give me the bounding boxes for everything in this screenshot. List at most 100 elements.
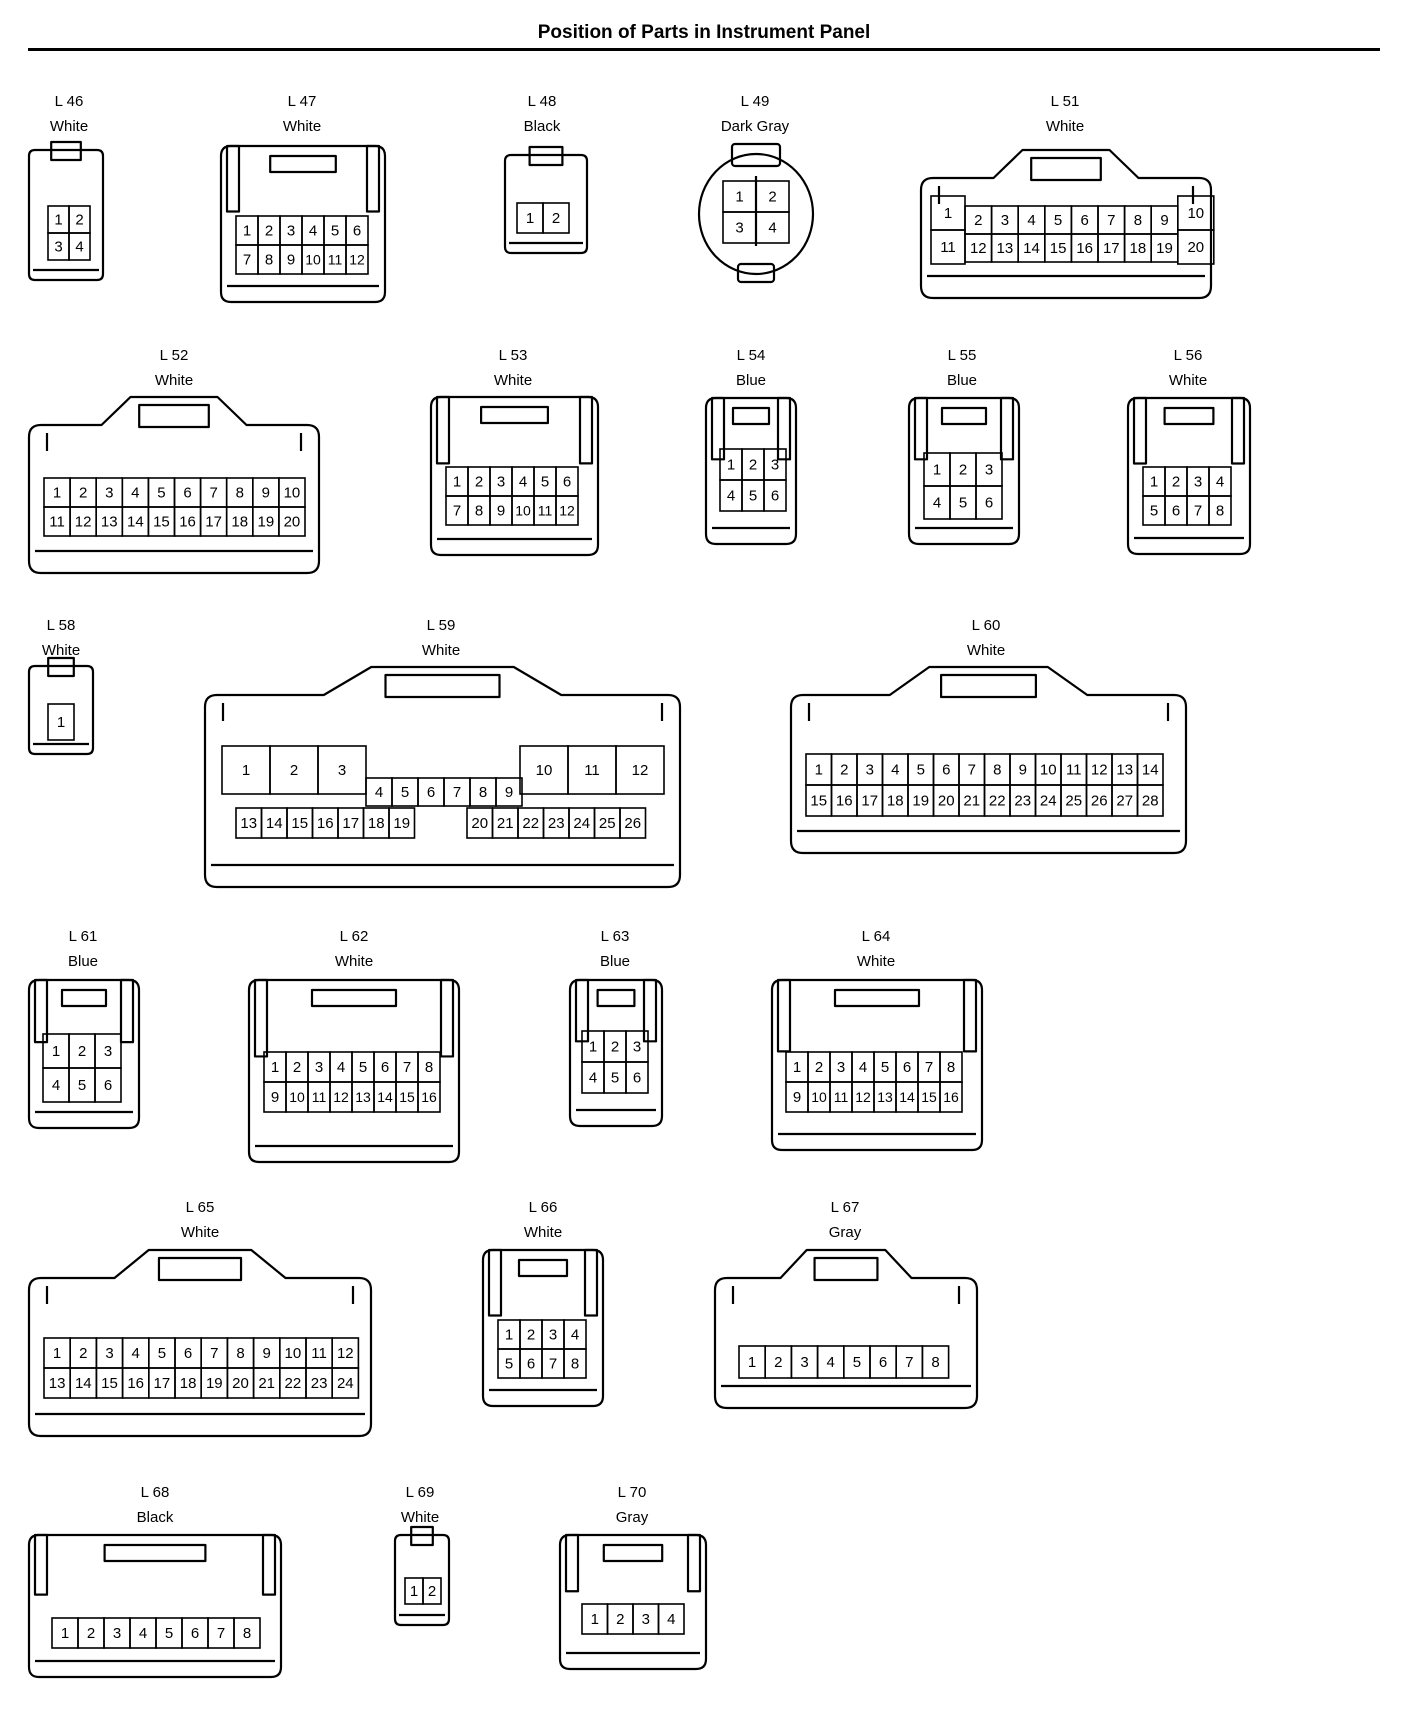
pin-number: 14 xyxy=(266,815,283,832)
pin-number: 25 xyxy=(599,815,616,832)
pin-number: 5 xyxy=(541,474,549,491)
pin-number: 10 xyxy=(811,1089,827,1105)
pin-number: 4 xyxy=(52,1077,60,1094)
pin-number: 6 xyxy=(942,762,950,779)
pin-number: 12 xyxy=(333,1089,349,1105)
pin-number: 16 xyxy=(836,793,853,810)
pin-number: 1 xyxy=(505,1327,513,1344)
pin-number: 1 xyxy=(727,457,735,474)
connector-body-l63 xyxy=(568,978,664,1128)
pin-number: 3 xyxy=(549,1327,557,1344)
pin-number: 11 xyxy=(328,252,343,268)
pin-number: 5 xyxy=(331,223,339,240)
connector-body-l60 xyxy=(789,665,1188,855)
pin-number: 5 xyxy=(505,1356,513,1373)
pin-number: 10 xyxy=(1040,762,1057,779)
connector-side-lock xyxy=(261,1533,277,1596)
pin-number: 5 xyxy=(1054,212,1062,229)
pin-number: 9 xyxy=(262,485,270,502)
pin-number: 8 xyxy=(931,1354,939,1371)
connector-latch xyxy=(602,1543,664,1563)
pin-number: 9 xyxy=(1019,762,1027,779)
pin-number: 18 xyxy=(887,793,904,810)
pin-number: 13 xyxy=(355,1089,371,1105)
pin-number: 22 xyxy=(285,1375,302,1392)
pin-number: 4 xyxy=(667,1611,675,1628)
connector-color: White xyxy=(494,372,532,389)
pin-number: 27 xyxy=(1116,793,1133,810)
pin-number: 7 xyxy=(1107,212,1115,229)
pin-number: 2 xyxy=(265,223,273,240)
connector-side-lock xyxy=(365,144,381,213)
pin-number: 3 xyxy=(104,1043,112,1060)
pin-cell xyxy=(278,506,306,537)
connector-side-lock xyxy=(435,395,451,465)
pin-cell xyxy=(563,1348,587,1379)
pin-number: 5 xyxy=(359,1059,367,1076)
pin-number: 1 xyxy=(526,210,534,227)
connector-body-l59 xyxy=(203,665,682,889)
connector-foot xyxy=(736,262,776,284)
pin-number: 7 xyxy=(549,1356,557,1373)
pin-number: 1 xyxy=(591,1611,599,1628)
pin-number: 3 xyxy=(771,457,779,474)
pin-cell xyxy=(542,202,570,234)
pin-number: 1 xyxy=(735,189,743,206)
pin-number: 9 xyxy=(263,1345,271,1362)
pin-cell xyxy=(755,211,790,244)
pin-cell xyxy=(331,1367,360,1399)
pin-cell xyxy=(619,807,647,839)
pin-number: 7 xyxy=(210,1345,218,1362)
connector-latch xyxy=(833,988,921,1008)
pin-number: 8 xyxy=(479,784,487,801)
connector-body-l54 xyxy=(704,396,798,546)
pin-cell xyxy=(939,1081,963,1113)
pin-cell xyxy=(422,1577,442,1605)
pin-number: 1 xyxy=(53,1345,61,1362)
pin-number: 4 xyxy=(571,1327,579,1344)
connector-id: L 64 xyxy=(862,928,891,945)
pin-number: 1 xyxy=(748,1354,756,1371)
pin-number: 23 xyxy=(548,815,565,832)
connector-color: Blue xyxy=(736,372,766,389)
connector-latch xyxy=(1163,406,1215,426)
connector-side-lock xyxy=(686,1533,702,1593)
pin-number: 15 xyxy=(399,1089,415,1105)
connector-body-l47 xyxy=(219,144,387,304)
pin-number: 4 xyxy=(827,1354,835,1371)
pin-cell xyxy=(1136,784,1164,817)
pin-number: 10 xyxy=(305,252,321,268)
pin-number: 12 xyxy=(349,252,365,268)
pin-number: 6 xyxy=(985,495,993,512)
connector-body-l49 xyxy=(697,152,815,276)
pin-number: 9 xyxy=(1160,212,1168,229)
connector-color: White xyxy=(967,642,1005,659)
connector-side-lock xyxy=(999,396,1015,461)
pin-number: 4 xyxy=(1027,212,1035,229)
connector-latch xyxy=(517,1258,569,1278)
pin-number: 10 xyxy=(536,762,553,779)
pin-number: 1 xyxy=(52,1043,60,1060)
pin-number: 3 xyxy=(105,485,113,502)
pin-number: 20 xyxy=(284,514,301,531)
pin-number: 3 xyxy=(287,223,295,240)
pin-number: 12 xyxy=(1091,762,1108,779)
pin-cell xyxy=(615,745,665,795)
connector-side-lock xyxy=(253,978,269,1058)
connector-id: L 53 xyxy=(499,347,528,364)
pin-number: 8 xyxy=(1216,503,1224,520)
pin-number: 4 xyxy=(1216,474,1224,491)
pin-cell xyxy=(657,1603,685,1635)
pin-number: 9 xyxy=(505,784,513,801)
pin-number: 6 xyxy=(427,784,435,801)
pin-number: 2 xyxy=(768,189,776,206)
connector-id: L 61 xyxy=(69,928,98,945)
pin-number: 13 xyxy=(997,240,1014,257)
connector-side-lock xyxy=(962,978,978,1053)
connector-id: L 59 xyxy=(427,617,456,634)
pin-number: 10 xyxy=(289,1089,305,1105)
connector-body-l65 xyxy=(27,1248,373,1438)
connector-side-lock xyxy=(1132,396,1148,465)
pin-number: 24 xyxy=(1040,793,1057,810)
pin-number: 3 xyxy=(1194,474,1202,491)
